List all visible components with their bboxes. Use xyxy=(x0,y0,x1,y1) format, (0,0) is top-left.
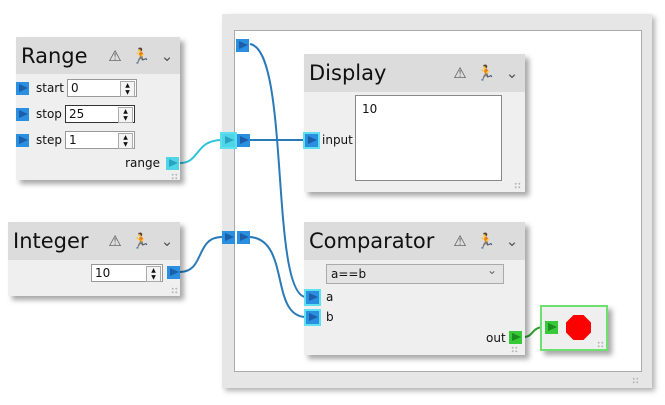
warning-icon[interactable]: ⚠ xyxy=(453,232,467,250)
spin-arrows[interactable]: ▲▼ xyxy=(146,266,161,282)
run-icon[interactable]: 🏃 xyxy=(131,232,151,250)
integer-output-port[interactable] xyxy=(167,266,180,279)
out-label: out xyxy=(486,331,506,345)
stop-port[interactable] xyxy=(16,108,29,121)
operator-select[interactable]: a==b⌄ xyxy=(326,263,504,284)
resize-grip[interactable] xyxy=(511,346,518,353)
wire-group-to-a xyxy=(249,43,306,298)
spin-arrows[interactable]: ▲▼ xyxy=(120,81,135,97)
node-title: Display xyxy=(309,61,387,85)
warning-icon[interactable]: ⚠ xyxy=(108,46,122,65)
wire-integer-to-group xyxy=(179,236,223,273)
stop-icon xyxy=(566,315,591,340)
start-port[interactable] xyxy=(16,82,29,95)
start-label: start xyxy=(36,81,64,95)
a-port[interactable] xyxy=(304,289,321,306)
range-output-port[interactable] xyxy=(166,157,179,170)
range-output-label: range xyxy=(125,156,160,170)
spin-arrows[interactable]: ▲▼ xyxy=(118,133,133,149)
group-port-int-out[interactable] xyxy=(237,231,250,244)
chevron-down-icon[interactable]: ⌄ xyxy=(505,232,519,250)
warning-icon[interactable]: ⚠ xyxy=(108,232,122,250)
b-label: b xyxy=(326,310,334,324)
run-icon[interactable]: 🏃 xyxy=(131,46,151,65)
group-port-range-out[interactable] xyxy=(237,134,250,147)
range-node[interactable]: Range ⚠ 🏃 ⌄ start 0▲▼ stop 25▲▼ step 1▲▼ ra… xyxy=(16,37,180,180)
wire-group-to-b xyxy=(249,236,306,318)
group-port-range-in[interactable] xyxy=(220,132,237,149)
resize-grip[interactable] xyxy=(171,287,178,294)
resize-grip[interactable] xyxy=(514,182,521,189)
chevron-down-icon[interactable]: ⌄ xyxy=(160,232,174,250)
display-input-label: input xyxy=(322,133,353,147)
stop-input[interactable]: 25▲▼ xyxy=(65,105,135,123)
integer-node[interactable]: Integer ⚠ 🏃 ⌄ 10▲▼ xyxy=(8,222,180,296)
resize-grip[interactable] xyxy=(171,173,178,180)
resize-grip[interactable] xyxy=(632,377,639,384)
wire-range-to-group xyxy=(179,139,223,164)
b-port[interactable] xyxy=(304,309,321,326)
warning-icon[interactable]: ⚠ xyxy=(453,64,467,82)
step-port[interactable] xyxy=(16,134,29,147)
stop-indicator-node[interactable] xyxy=(540,305,608,351)
chevron-down-icon[interactable]: ⌄ xyxy=(160,46,174,65)
display-node[interactable]: Display ⚠ 🏃 ⌄ input 10 xyxy=(303,54,525,192)
comparator-node[interactable]: Comparator ⚠ 🏃 ⌄ a==b⌄ a b out xyxy=(304,222,525,355)
chevron-down-icon[interactable]: ⌄ xyxy=(505,64,519,82)
node-title: Range xyxy=(21,43,88,68)
run-icon[interactable]: 🏃 xyxy=(476,232,496,250)
integer-input[interactable]: 10▲▼ xyxy=(91,264,163,282)
stop-input-port[interactable] xyxy=(545,321,558,334)
run-icon[interactable]: 🏃 xyxy=(476,64,496,82)
group-port-int-in[interactable] xyxy=(222,231,235,244)
chevron-down-icon: ⌄ xyxy=(486,263,497,277)
step-label: step xyxy=(36,133,62,147)
start-input[interactable]: 0▲▼ xyxy=(67,79,137,97)
stop-label: stop xyxy=(36,107,62,121)
display-output-area[interactable]: 10 xyxy=(355,95,502,181)
spin-arrows[interactable]: ▲▼ xyxy=(118,107,133,123)
a-label: a xyxy=(326,290,334,304)
group-port-top[interactable] xyxy=(236,39,249,52)
display-input-port[interactable] xyxy=(303,132,320,149)
node-title: Comparator xyxy=(309,229,435,253)
out-port[interactable] xyxy=(509,331,522,344)
node-title: Integer xyxy=(13,229,89,253)
resize-grip[interactable] xyxy=(597,341,604,348)
step-input[interactable]: 1▲▼ xyxy=(65,131,135,149)
